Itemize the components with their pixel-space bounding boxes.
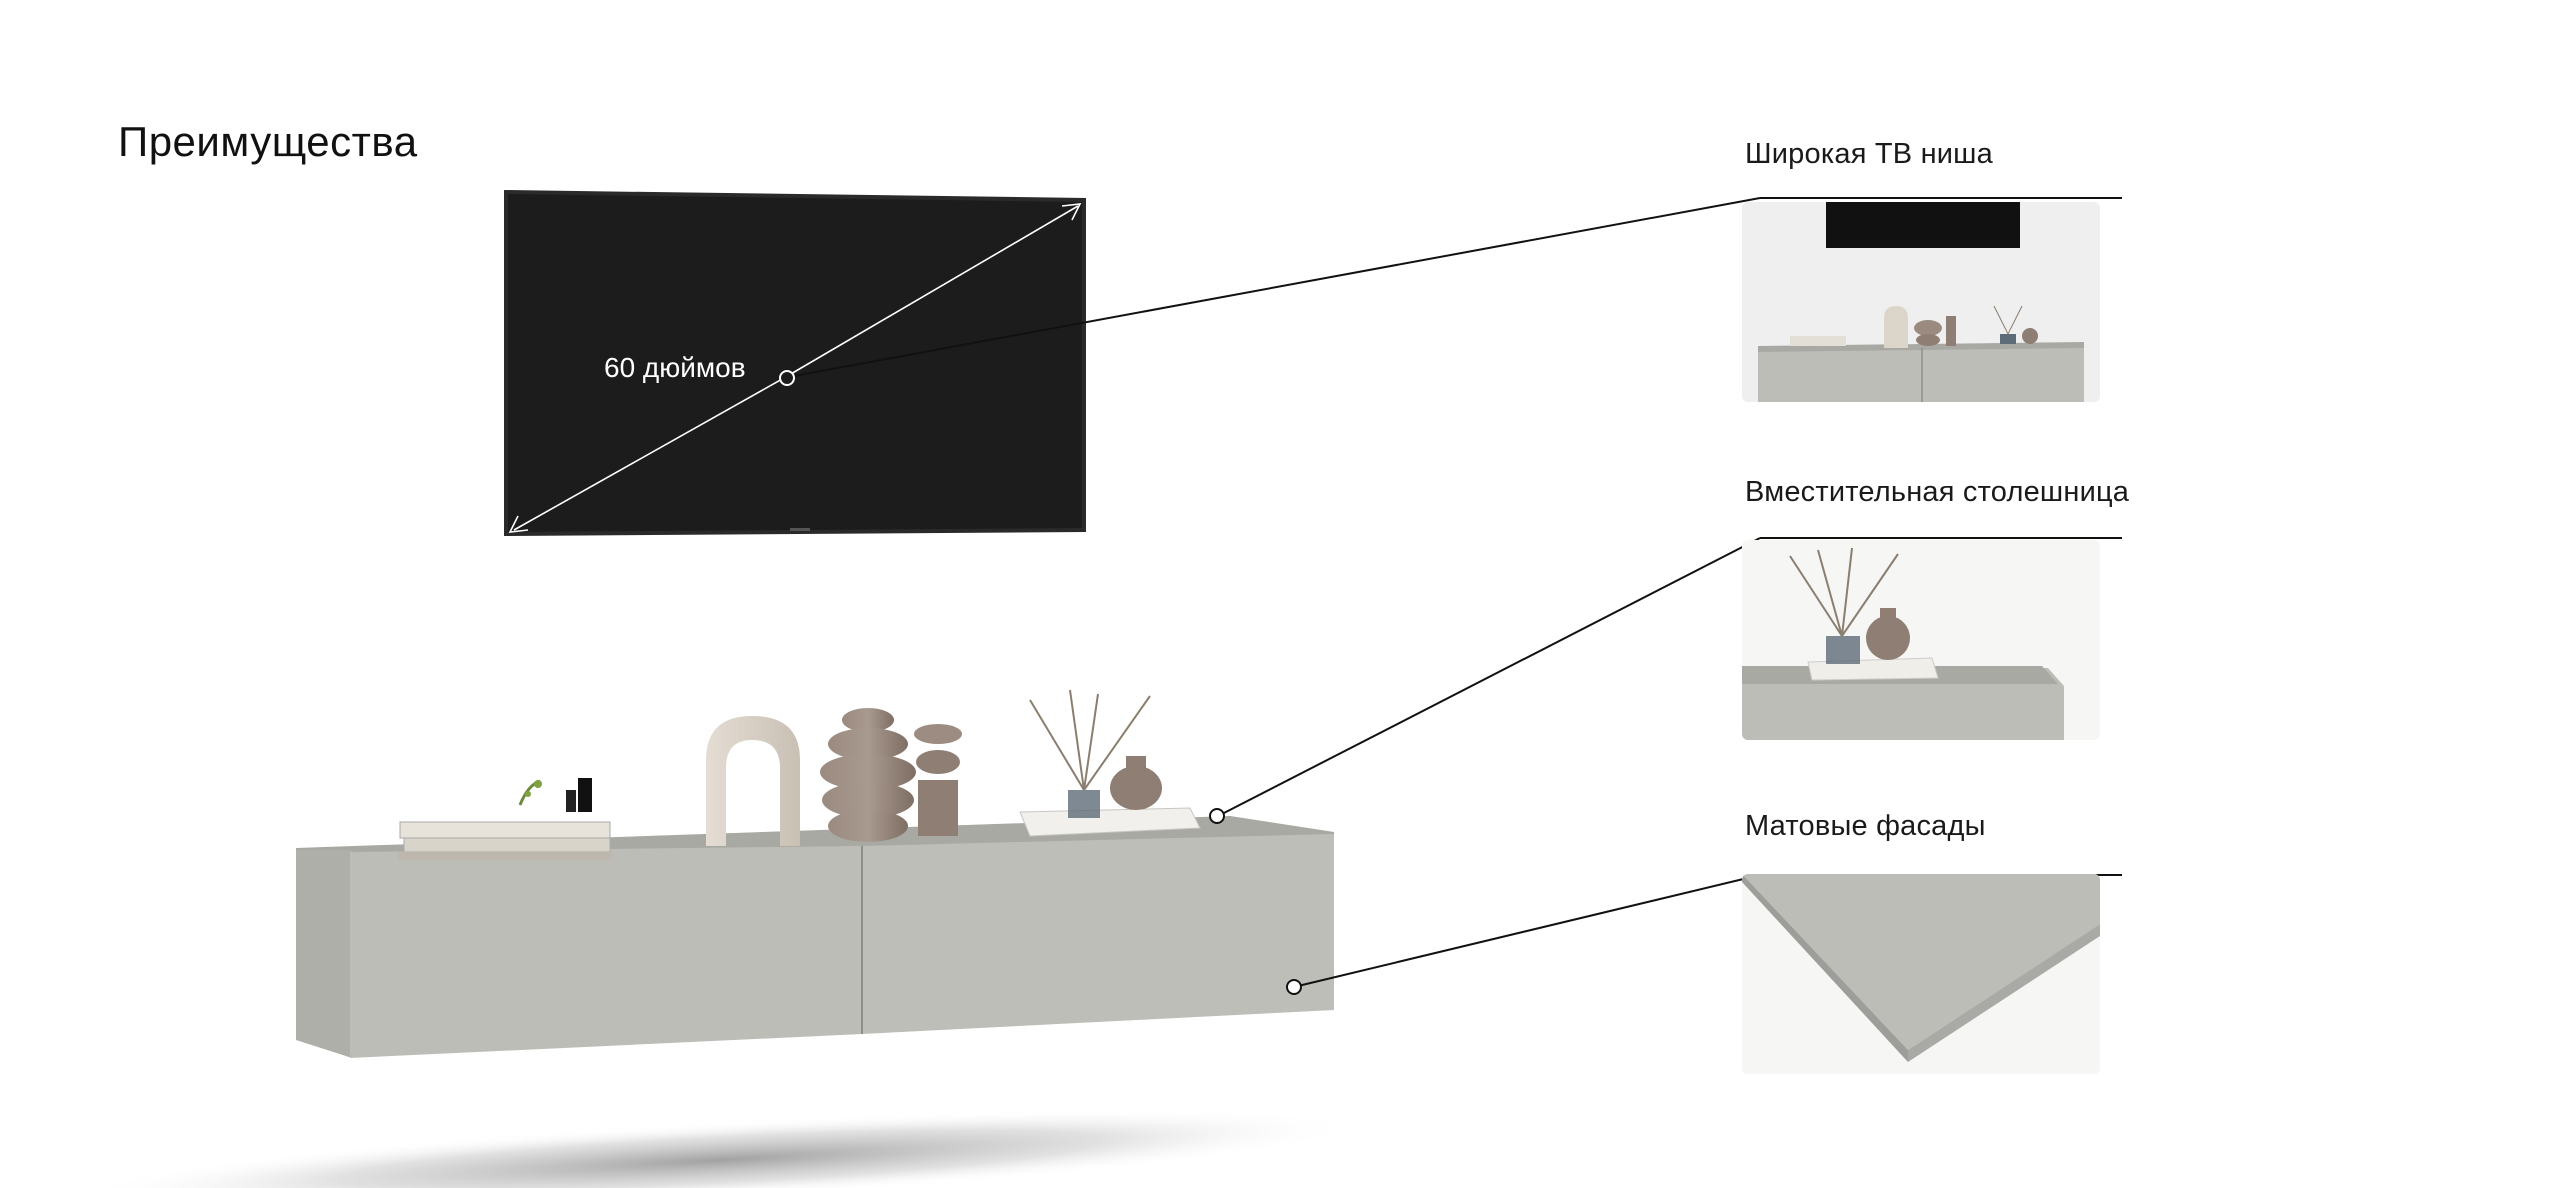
- feature-label-tabletop: Вместительная столешница: [1745, 476, 2130, 508]
- cabinet-front-left: [350, 846, 862, 1058]
- books: [398, 778, 612, 860]
- stacked-vase: [820, 708, 962, 842]
- callout-dot-tv: [779, 370, 795, 386]
- feature-label-tv-niche: Широкая ТВ ниша: [1745, 138, 1993, 170]
- cabinet-side: [296, 850, 352, 1058]
- tray-decor: [1019, 689, 1201, 837]
- tv: [504, 190, 1086, 536]
- matte-facade-thumbnail: [1742, 874, 2100, 1074]
- tv-diagonal-label: 60 дюймов: [604, 352, 746, 383]
- arch-sculpture: [706, 716, 800, 846]
- floor-shadow: [80, 1109, 1360, 1188]
- tv-niche-thumbnail: [1742, 202, 2100, 402]
- cabinet-front-right: [862, 834, 1334, 1034]
- callout-dot-tabletop: [1209, 808, 1225, 824]
- feature-label-matte-facade: Матовые фасады: [1745, 810, 1986, 842]
- tv-screen: [508, 194, 1082, 532]
- callout-dot-facade: [1286, 979, 1302, 995]
- page-title: Преимущества: [118, 118, 418, 165]
- tabletop-thumbnail: [1742, 540, 2100, 740]
